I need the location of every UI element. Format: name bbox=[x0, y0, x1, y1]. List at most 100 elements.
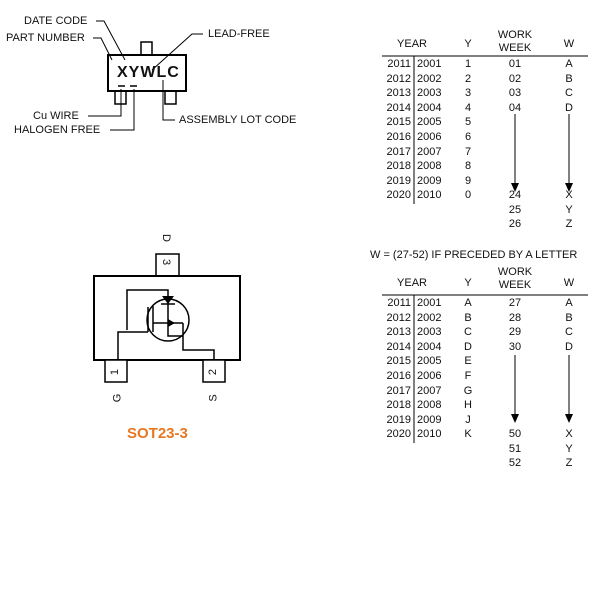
t1-y-col: 1 2 3 4 5 6 7 8 9 0 bbox=[461, 57, 475, 203]
marking-lead-right bbox=[164, 89, 177, 105]
t2-header-work: WORK bbox=[497, 266, 533, 278]
t2-w-top: A B C D bbox=[562, 296, 576, 354]
label-cu-wire: Cu WIRE bbox=[33, 110, 79, 122]
week-letter-note: W = (27-52) IF PRECEDED BY A LETTER bbox=[370, 249, 578, 261]
t1-header-w: W bbox=[563, 38, 575, 50]
t2-rules bbox=[382, 294, 588, 443]
t1-w: Z bbox=[565, 218, 573, 231]
t2-y: H bbox=[464, 399, 472, 412]
pin-1-number: 1 bbox=[109, 368, 122, 376]
date-code-table-1: YEAR Y WORK WEEK W 2011 2012 2013 2014 2… bbox=[378, 26, 598, 236]
t2-year-b: 2002 bbox=[417, 311, 442, 324]
t2-w: Y bbox=[565, 442, 573, 455]
t1-y: 4 bbox=[464, 101, 472, 114]
t2-year-b: 2006 bbox=[417, 369, 442, 382]
t2-w: X bbox=[565, 428, 573, 440]
t1-year-a: 2016 bbox=[386, 130, 411, 143]
t2-ww: 27 bbox=[508, 297, 522, 309]
leader-part-number bbox=[93, 37, 113, 61]
t1-year-a: 2018 bbox=[386, 160, 411, 173]
t2-ww: 51 bbox=[508, 442, 522, 455]
t1-year-a: 2011 bbox=[387, 58, 411, 70]
t2-year-a: 2011 bbox=[387, 297, 411, 309]
t1-y: 8 bbox=[464, 160, 472, 173]
t1-y: 3 bbox=[464, 87, 472, 100]
t1-w-bottom: X Y Z bbox=[562, 188, 576, 232]
t1-year-b: 2001 bbox=[417, 58, 442, 70]
t1-ww: 03 bbox=[508, 87, 522, 100]
t2-header-y: Y bbox=[464, 277, 472, 289]
pin-2-letter: S bbox=[207, 394, 220, 402]
t2-year-a: 2012 bbox=[386, 311, 411, 324]
t2-y: F bbox=[464, 369, 472, 382]
t1-year-a: 2015 bbox=[386, 116, 411, 129]
t1-year-a: 2012 bbox=[386, 72, 411, 85]
t1-years-a: 2011 2012 2013 2014 2015 2016 2017 2018 … bbox=[378, 57, 411, 203]
t1-year-b: 2004 bbox=[417, 101, 442, 114]
package-name: SOT23-3 bbox=[127, 425, 188, 442]
t2-year-b: 2004 bbox=[417, 340, 442, 353]
label-halogen-free: HALOGEN FREE bbox=[14, 124, 101, 136]
marking-text: XYWLC bbox=[117, 64, 180, 81]
t2-w: D bbox=[565, 340, 573, 353]
t1-years-b: 2001 2002 2003 2004 2005 2006 2007 2008 … bbox=[417, 57, 457, 203]
t2-w: B bbox=[565, 311, 573, 324]
marking-body bbox=[107, 54, 187, 92]
t1-w: C bbox=[565, 87, 573, 100]
pin-1-letter: G bbox=[111, 393, 124, 403]
t2-y: C bbox=[464, 326, 472, 339]
t1-w: D bbox=[565, 101, 573, 114]
t1-y: 7 bbox=[464, 145, 472, 158]
t1-w: X bbox=[565, 189, 573, 201]
date-code-table-2: YEAR Y WORK WEEK W 2011 2012 2013 2014 2… bbox=[378, 265, 598, 475]
package-body bbox=[93, 275, 241, 361]
t2-y: E bbox=[464, 355, 472, 368]
t2-ww: 29 bbox=[508, 326, 522, 339]
t1-year-a: 2019 bbox=[386, 174, 411, 187]
t2-y: B bbox=[464, 311, 472, 324]
t1-ww-top: 01 02 03 04 bbox=[504, 57, 526, 115]
t1-header-year: YEAR bbox=[397, 38, 427, 50]
t2-y: K bbox=[464, 428, 472, 441]
t1-w: B bbox=[565, 72, 573, 85]
label-date-code: DATE CODE bbox=[24, 15, 88, 27]
t2-y: J bbox=[465, 413, 471, 426]
t1-year-b: 2006 bbox=[417, 130, 442, 143]
t1-ww: 25 bbox=[508, 203, 522, 216]
t2-years-b: 2001 2002 2003 2004 2005 2006 2007 2008 … bbox=[417, 296, 457, 442]
label-assembly-lot-code: ASSEMBLY LOT CODE bbox=[179, 114, 297, 126]
t1-y: 6 bbox=[464, 130, 472, 143]
t1-year-b: 2008 bbox=[417, 160, 442, 173]
pin-3-letter: D bbox=[159, 234, 172, 242]
pin-2-number: 2 bbox=[207, 368, 220, 376]
t1-w: A bbox=[565, 58, 573, 70]
leader-assembly-lot bbox=[162, 80, 175, 121]
t2-year-a: 2019 bbox=[386, 413, 411, 426]
t1-year-a: 2020 bbox=[386, 189, 411, 202]
marking-lead-top bbox=[140, 41, 153, 57]
t2-year-a: 2015 bbox=[386, 355, 411, 368]
t2-year-a: 2018 bbox=[386, 399, 411, 412]
t2-y-col: A B C D E F G H J K bbox=[461, 296, 475, 442]
t2-year-b: 2007 bbox=[417, 384, 442, 397]
t2-year-b: 2003 bbox=[417, 326, 442, 339]
t2-ww: 50 bbox=[508, 428, 522, 440]
t1-header-week: WEEK bbox=[498, 42, 532, 54]
t2-year-a: 2014 bbox=[386, 340, 411, 353]
t2-year-b: 2008 bbox=[417, 399, 442, 412]
package-diagram bbox=[93, 253, 241, 383]
pin-3-lead bbox=[155, 253, 180, 278]
t2-header-w: W bbox=[563, 277, 575, 289]
t1-header-y: Y bbox=[464, 38, 472, 50]
pin-3-number: 3 bbox=[160, 258, 173, 266]
t2-ww: 30 bbox=[508, 340, 522, 353]
t1-year-b: 2007 bbox=[417, 145, 442, 158]
label-part-number: PART NUMBER bbox=[6, 32, 85, 44]
label-lead-free: LEAD-FREE bbox=[208, 28, 270, 40]
leader-lead-free bbox=[151, 33, 203, 71]
t1-year-a: 2014 bbox=[386, 101, 411, 114]
t2-year-a: 2017 bbox=[386, 384, 411, 397]
t1-ww: 24 bbox=[508, 189, 522, 201]
t1-y: 0 bbox=[464, 189, 472, 202]
t2-w: A bbox=[565, 297, 573, 309]
